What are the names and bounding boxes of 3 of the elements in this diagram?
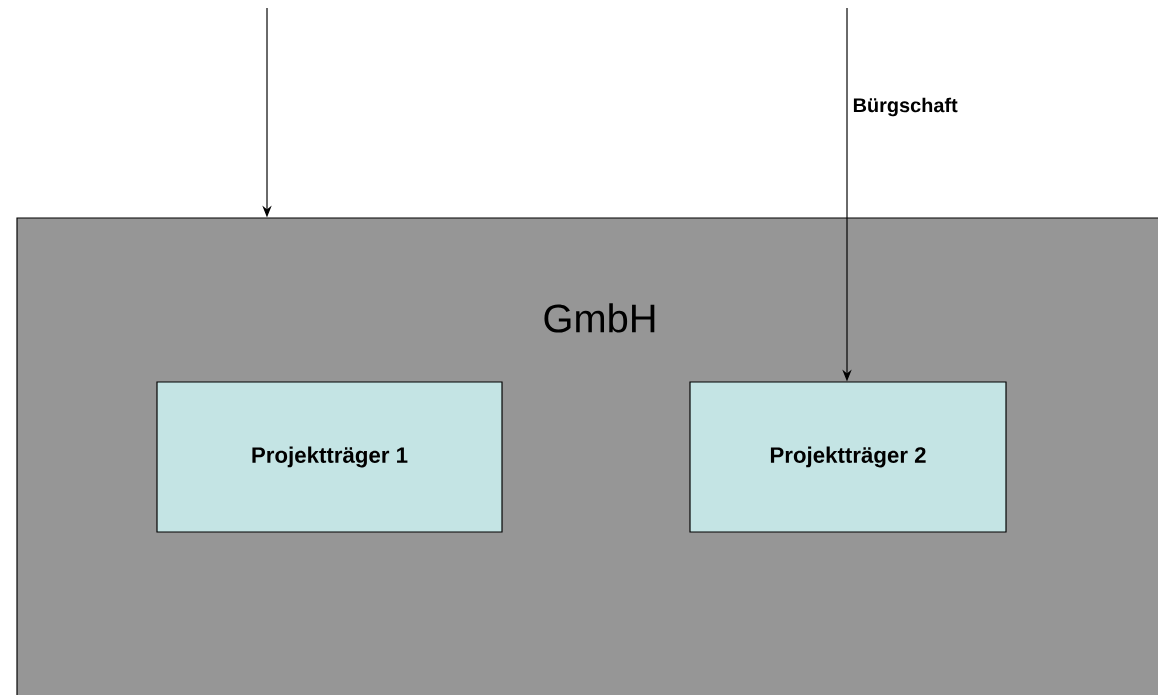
edge-label: Bürgschaft [850,95,961,119]
project-box: Projektträger 1 [156,381,503,533]
project-box: Projektträger 2 [689,381,1007,533]
